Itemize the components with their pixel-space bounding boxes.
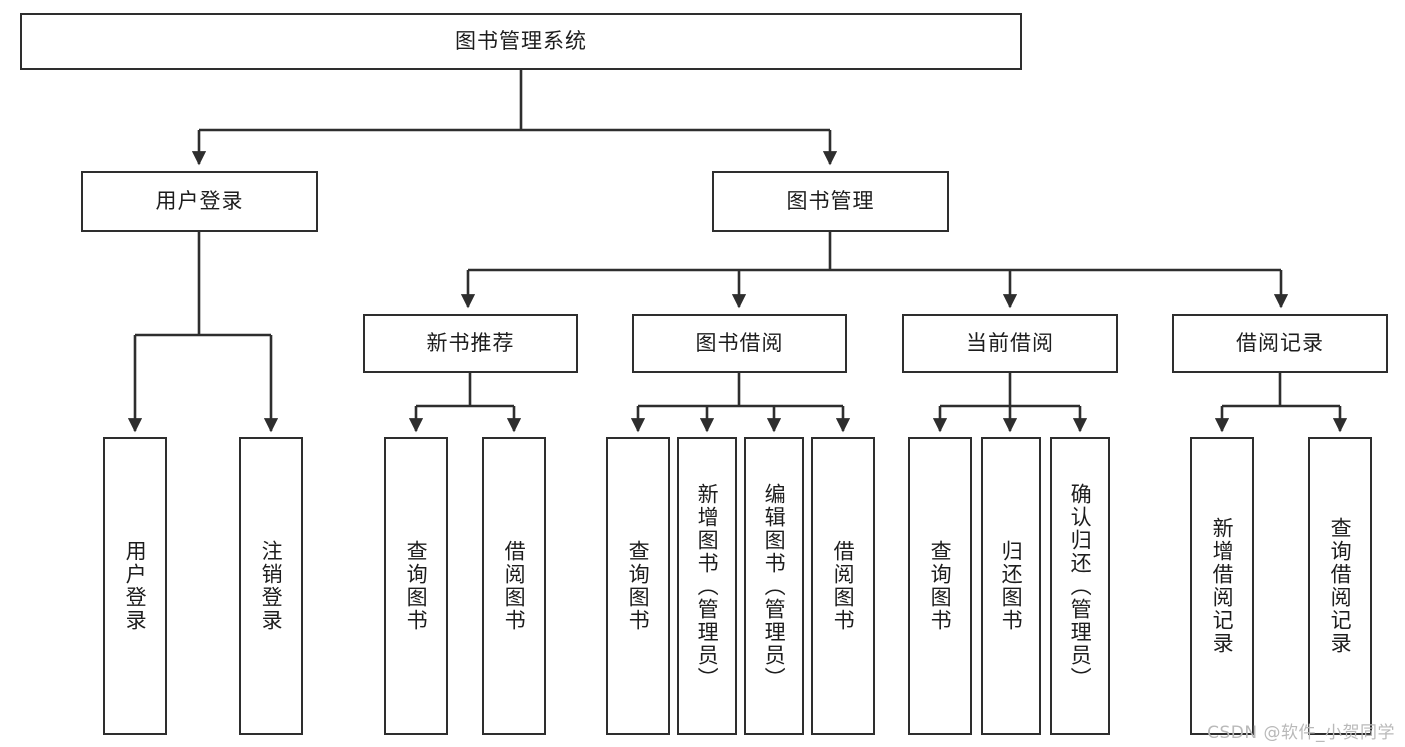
node-label: 借阅图书 <box>831 540 856 632</box>
node-current-borrow[interactable]: 当前借阅 <box>902 314 1118 373</box>
node-label: 图书管理 <box>786 188 875 213</box>
node-label: 编辑图书（管理员） <box>762 482 787 690</box>
node-label: 查询图书 <box>626 540 651 632</box>
node-label: 借阅图书 <box>502 540 527 632</box>
node-leaf-edit-book-admin[interactable]: 编辑图书（管理员） <box>744 437 804 735</box>
node-label: 查询图书 <box>928 540 953 632</box>
node-label: 图书管理系统 <box>455 28 587 53</box>
node-label: 查询借阅记录 <box>1328 517 1353 655</box>
node-leaf-return-book[interactable]: 归还图书 <box>981 437 1041 735</box>
node-book-borrow[interactable]: 图书借阅 <box>632 314 847 373</box>
node-leaf-user-login[interactable]: 用户登录 <box>103 437 167 735</box>
node-leaf-query-book-recommend[interactable]: 查询图书 <box>384 437 448 735</box>
node-new-book-recommend[interactable]: 新书推荐 <box>363 314 578 373</box>
node-leaf-add-borrow-record[interactable]: 新增借阅记录 <box>1190 437 1254 735</box>
node-user-login[interactable]: 用户登录 <box>81 171 318 232</box>
node-leaf-borrow-book-recommend[interactable]: 借阅图书 <box>482 437 546 735</box>
node-leaf-confirm-return-admin[interactable]: 确认归还（管理员） <box>1050 437 1110 735</box>
node-book-management[interactable]: 图书管理 <box>712 171 949 232</box>
node-leaf-query-borrow-record[interactable]: 查询借阅记录 <box>1308 437 1372 735</box>
node-borrow-record[interactable]: 借阅记录 <box>1172 314 1388 373</box>
node-leaf-query-book-current[interactable]: 查询图书 <box>908 437 972 735</box>
node-label: 当前借阅 <box>966 330 1054 355</box>
node-label: 归还图书 <box>999 540 1024 632</box>
csdn-watermark: CSDN @软件_小贺同学 <box>1207 723 1395 743</box>
node-leaf-add-book-admin[interactable]: 新增图书（管理员） <box>677 437 737 735</box>
node-label: 用户登录 <box>123 540 148 632</box>
node-label: 新书推荐 <box>426 330 515 355</box>
node-label: 确认归还（管理员） <box>1068 482 1093 690</box>
node-label: 查询图书 <box>404 540 429 632</box>
node-label: 注销登录 <box>259 540 284 632</box>
node-leaf-borrow-book[interactable]: 借阅图书 <box>811 437 875 735</box>
node-label: 图书借阅 <box>695 330 784 355</box>
node-leaf-query-book-borrow[interactable]: 查询图书 <box>606 437 670 735</box>
node-leaf-logout[interactable]: 注销登录 <box>239 437 303 735</box>
node-root-book-management-system[interactable]: 图书管理系统 <box>20 13 1022 70</box>
node-label: 新增借阅记录 <box>1210 517 1235 655</box>
node-label: 借阅记录 <box>1236 330 1324 355</box>
node-label: 新增图书（管理员） <box>695 482 720 690</box>
node-label: 用户登录 <box>155 188 244 213</box>
